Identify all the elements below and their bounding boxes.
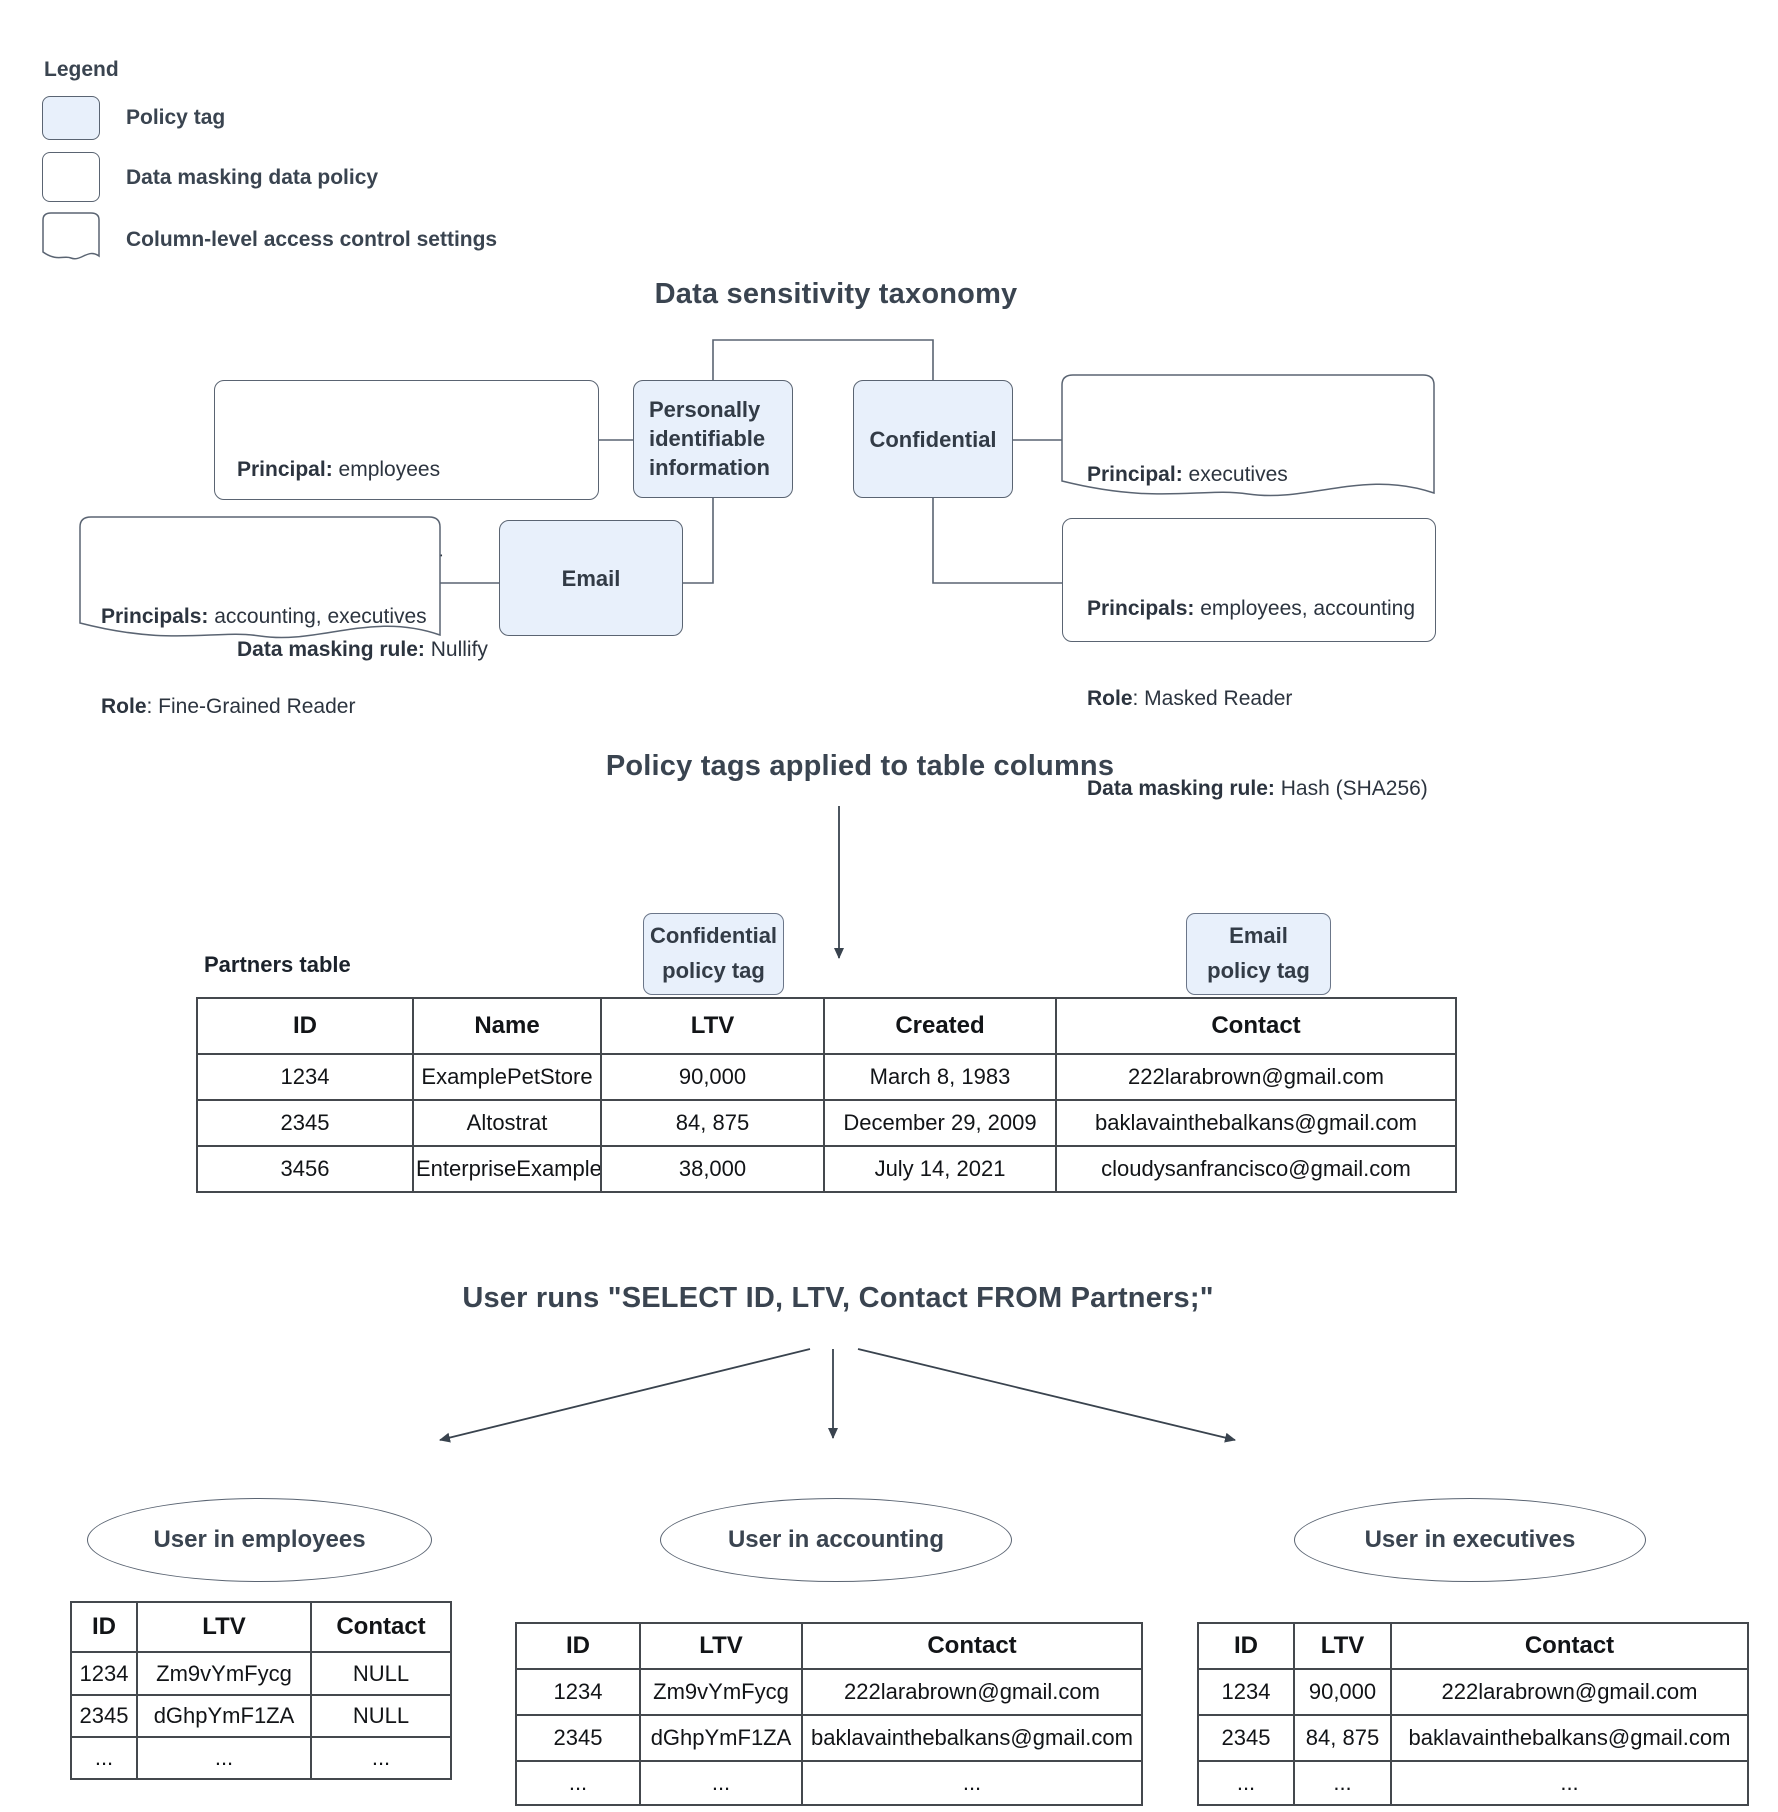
accounting-access-control-text: Principals: accounting, executives Role:… xyxy=(101,542,427,782)
policy-line: Data masking rule: Nullify xyxy=(237,638,488,661)
accounting-access-control-shape xyxy=(79,516,441,639)
table-row: 1234 Zm9vYmFycg 222larabrown@gmail.com xyxy=(515,1668,1143,1716)
partners-table-label: Partners table xyxy=(204,952,351,977)
policy-line: Principals: accounting, executives xyxy=(101,605,427,628)
col-header: Name xyxy=(412,997,602,1055)
result-header-row: ID LTV Contact xyxy=(1197,1622,1749,1670)
group-ellipse-executives: User in executives xyxy=(1294,1498,1646,1582)
table-row: 1234 Zm9vYmFycg NULL xyxy=(70,1651,452,1696)
arrow-to-employees xyxy=(439,1348,811,1443)
connector-pii-to-email xyxy=(683,498,714,584)
partners-header-row: ID Name LTV Created Contact xyxy=(196,997,1457,1055)
pii-policy-tag-node: Personally identifiable information xyxy=(633,380,793,498)
table-row: ... ... ... xyxy=(70,1736,452,1780)
result-header-row: ID LTV Contact xyxy=(515,1622,1143,1670)
col-header: ID xyxy=(196,997,414,1055)
table-row: 2345 84, 875 baklavainthebalkans@gmail.c… xyxy=(1197,1714,1749,1762)
result-table-accounting: ID LTV Contact 1234 Zm9vYmFycg 222larabr… xyxy=(515,1622,1143,1806)
email-policy-tag-node: Email xyxy=(499,520,683,636)
hash-data-policy-node: Principals: employees, accounting Role: … xyxy=(1062,518,1436,800)
partners-table: ID Name LTV Created Contact 1234 Example… xyxy=(196,997,1457,1193)
table-row: 2345 dGhpYmF1ZA baklavainthebalkans@gmai… xyxy=(515,1714,1143,1762)
policy-line: Data masking rule: Hash (SHA256) xyxy=(1087,777,1428,800)
table-row: 3456 EnterpriseExample 38,000 July 14, 2… xyxy=(196,1145,1457,1193)
employees-data-policy-node: Principal: employees Role: Masked Reader… xyxy=(214,380,599,661)
connector-taxonomy-bracket xyxy=(712,339,934,380)
legend-item-policy-tag: Policy tag xyxy=(126,106,226,129)
policy-section-title: Policy tags applied to table columns xyxy=(605,750,1115,782)
data-policy-swatch xyxy=(42,152,100,202)
group-ellipse-employees: User in employees xyxy=(87,1498,432,1582)
group-ellipse-accounting: User in accounting xyxy=(660,1498,1012,1582)
policy-line: Principal: executives xyxy=(1087,463,1288,486)
executives-access-control-shape xyxy=(1061,374,1435,497)
legend-item-access-control: Column-level access control settings xyxy=(126,228,498,251)
policy-line: Principal: employees xyxy=(237,458,441,481)
table-row: ... ... ... xyxy=(515,1760,1143,1806)
result-table-employees: ID LTV Contact 1234 Zm9vYmFycg NULL 2345… xyxy=(70,1601,452,1780)
col-header: LTV xyxy=(600,997,825,1055)
table-row: 2345 Altostrat 84, 875 December 29, 2009… xyxy=(196,1099,1457,1147)
result-header-row: ID LTV Contact xyxy=(70,1601,452,1653)
access-control-swatch xyxy=(42,212,100,260)
policy-line: Principals: employees, accounting xyxy=(1087,597,1416,620)
table-row: 1234 ExamplePetStore 90,000 March 8, 198… xyxy=(196,1053,1457,1101)
query-title: User runs "SELECT ID, LTV, Contact FROM … xyxy=(462,1282,1214,1314)
legend-item-data-policy: Data masking data policy xyxy=(126,166,379,189)
table-row: 2345 dGhpYmF1ZA NULL xyxy=(70,1694,452,1738)
result-table-executives: ID LTV Contact 1234 90,000 222larabrown@… xyxy=(1197,1622,1749,1806)
policy-line: Role: Fine-Grained Reader xyxy=(101,695,356,718)
policy-line: Role: Masked Reader xyxy=(1087,687,1293,710)
email-policy-tag-callout: Email policy tag xyxy=(1186,913,1331,995)
connector-confidential-to-hash xyxy=(932,498,1062,584)
table-row: ... ... ... xyxy=(1197,1760,1749,1806)
policy-tag-swatch xyxy=(42,96,100,140)
arrow-to-executives xyxy=(857,1348,1236,1443)
legend-title: Legend xyxy=(44,58,119,81)
col-header: Created xyxy=(823,997,1057,1055)
table-row: 1234 90,000 222larabrown@gmail.com xyxy=(1197,1668,1749,1716)
confidential-policy-tag-callout: Confidential policy tag xyxy=(643,913,784,995)
taxonomy-title: Data sensitivity taxonomy xyxy=(654,278,1018,310)
confidential-policy-tag-node: Confidential xyxy=(853,380,1013,498)
col-header: Contact xyxy=(1055,997,1457,1055)
